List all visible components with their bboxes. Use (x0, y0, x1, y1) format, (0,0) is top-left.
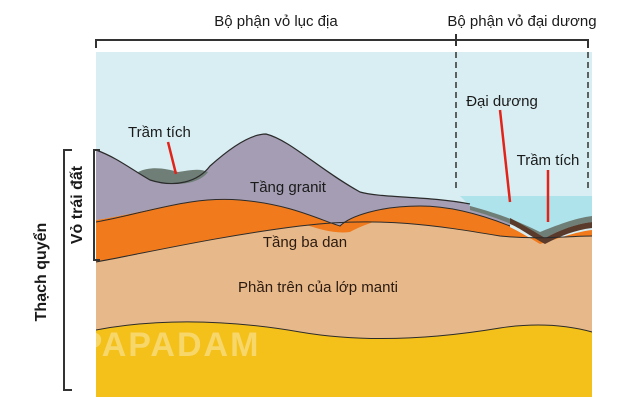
lower-mantle-layer (96, 321, 592, 397)
mantle-outline (95, 221, 593, 263)
pointer-sediment-left (166, 141, 178, 175)
oceanic-crust-strip (510, 218, 592, 244)
basalt-under-granite (96, 199, 510, 233)
ocean-sediment (470, 206, 592, 238)
lithosphere-side-label: Thạch quyển (32, 223, 50, 322)
granite-layer (96, 134, 510, 226)
sediment-right-label: Trầm tích (517, 152, 580, 169)
basalt-label: Tầng ba dan (263, 234, 347, 251)
lower-mantle-outline (95, 321, 593, 340)
pointer-ocean (498, 109, 512, 203)
upper-mantle-label: Phần trên của lớp manti (238, 279, 398, 296)
granite-outline (95, 133, 471, 205)
lithosphere-bracket (63, 149, 72, 391)
crust-bracket (93, 149, 100, 261)
continental-crust-label: Bộ phận vỏ lục địa (214, 13, 338, 30)
oceanic-crust-label: Bộ phận vỏ đại dương (447, 13, 596, 30)
upper-mantle-layer (96, 221, 592, 339)
granite-label: Tầng granit (250, 179, 327, 196)
sediment-left-label: Trầm tích (128, 124, 191, 141)
header-bracket (95, 39, 589, 48)
crust-side-label: Vỏ trái đất (69, 165, 86, 244)
watermark-text: PAPADAM (80, 326, 261, 364)
ocean-label: Đại dương (466, 93, 538, 110)
basalt-outline (95, 198, 511, 227)
